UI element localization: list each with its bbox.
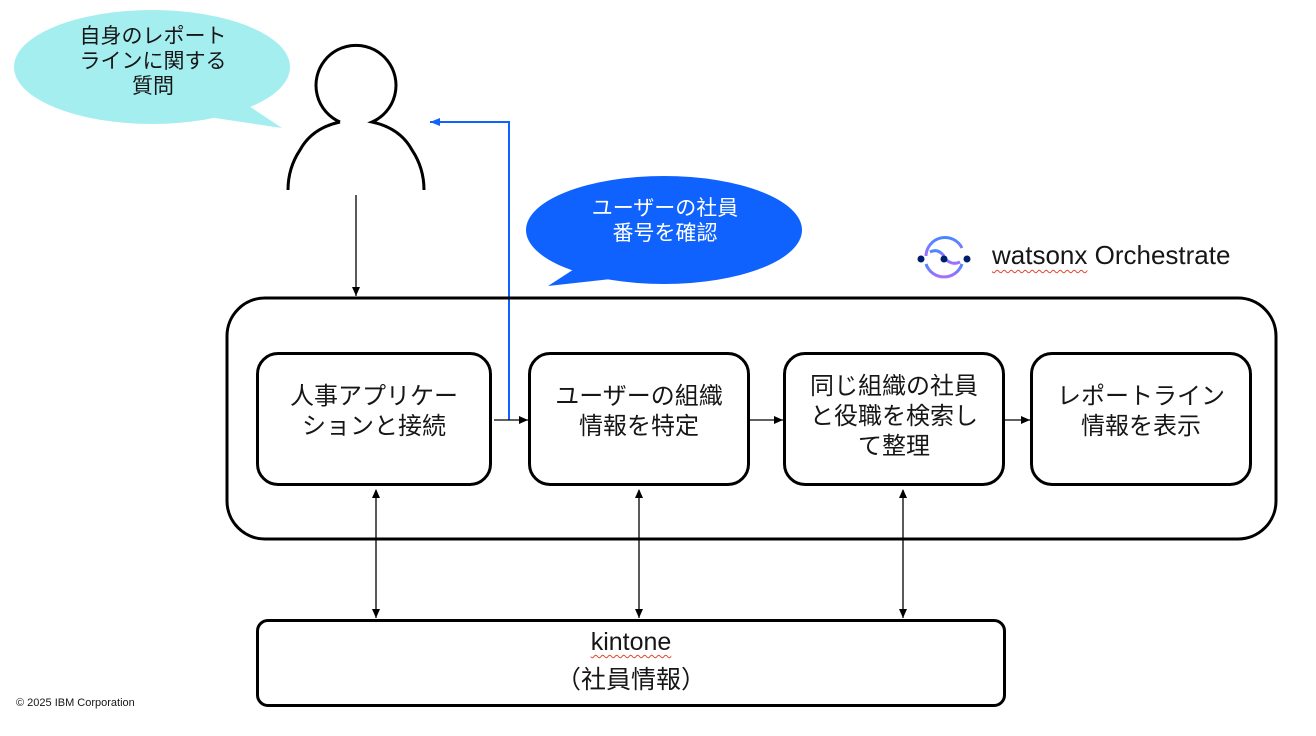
arrow-confirm-to-user: [430, 118, 510, 420]
kintone-datastore: kintone （社員情報）: [256, 619, 1006, 707]
step-display-report-line: レポートライン 情報を表示: [1030, 352, 1252, 486]
user-person-icon: [286, 43, 426, 191]
step-connect-hr-app: 人事アプリケー ションと接続: [256, 352, 492, 486]
orchestrate-container: [225, 296, 1278, 541]
step-label: 同じ組織の社員 と役職を検索し て整理: [810, 372, 978, 460]
step-identify-org: ユーザーの組織 情報を特定: [528, 352, 750, 486]
step-label: ユーザーの組織 情報を特定: [555, 382, 723, 440]
user-question-bubble: [14, 10, 290, 128]
kintone-name: kintone: [259, 628, 1003, 657]
employee-number-text: ユーザーの社員 番号を確認: [591, 196, 739, 245]
user-question-text: 自身のレポート ラインに関する 質問: [79, 24, 227, 98]
step-search-employees: 同じ組織の社員 と役職を検索し て整理: [783, 352, 1005, 486]
step-label: 人事アプリケー ションと接続: [290, 382, 458, 440]
step-label: レポートライン 情報を表示: [1057, 382, 1225, 440]
kintone-subtitle: （社員情報）: [555, 665, 706, 694]
brand-orchestrate: Orchestrate: [1087, 240, 1231, 270]
watsonx-orchestrate-logo-icon: [917, 235, 971, 279]
brand-watsonx: watsonx: [992, 240, 1088, 270]
copyright: © 2025 IBM Corporation: [16, 697, 135, 709]
brand-title: watsonx Orchestrate: [992, 240, 1230, 271]
kintone-name-text: kintone: [590, 628, 672, 656]
employee-number-bubble: [526, 176, 802, 286]
